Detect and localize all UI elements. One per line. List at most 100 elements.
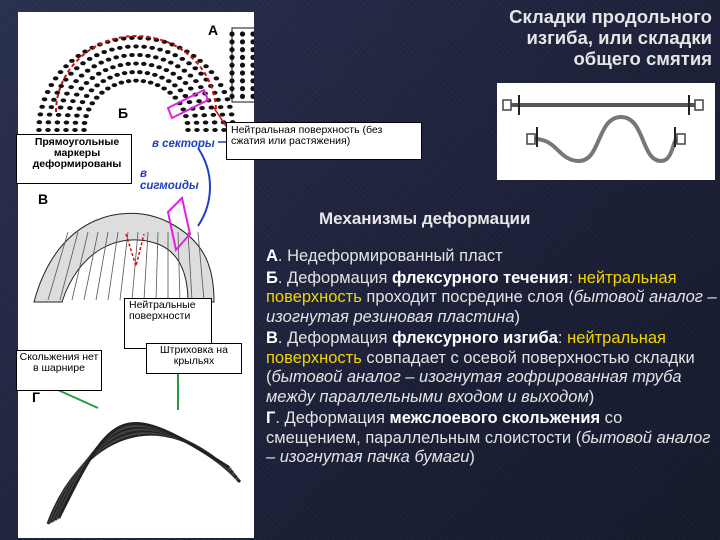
sigmoid-marker-v: [166, 196, 192, 253]
arc-dot: [125, 61, 131, 66]
arc-dot: [99, 90, 105, 95]
arc-dot: [152, 72, 158, 77]
arc-dot: [36, 128, 42, 132]
arc-dot: [68, 71, 74, 76]
arc-dot: [60, 98, 67, 103]
arc-dot: [137, 70, 143, 75]
markers-callout: Прямоугольные маркеры деформированы: [16, 134, 132, 184]
arc-dot: [109, 47, 115, 52]
arc-dot: [75, 53, 82, 58]
arc-dot: [54, 128, 60, 132]
mechanism-v-analog: бытовой аналог – изогнутая гофрированная…: [266, 368, 682, 406]
grid-dot: [250, 39, 254, 45]
arc-dot: [167, 60, 174, 65]
arc-dot: [48, 105, 55, 110]
left-clamp-bottom: [526, 133, 536, 145]
arc-dot: [55, 112, 62, 117]
arc-dot: [153, 55, 159, 60]
grid-dot: [250, 62, 254, 68]
grid-dot: [250, 47, 254, 53]
arc-dot: [141, 61, 147, 66]
hatching-line: [143, 231, 149, 301]
folded-layer: [534, 114, 679, 164]
markers-text: Прямоугольные маркеры деформированы: [32, 136, 122, 170]
arc-dot: [84, 68, 91, 73]
arc-dot: [78, 86, 85, 91]
arc-dot: [217, 83, 224, 88]
arc-dot: [73, 92, 80, 97]
arc-dot: [48, 83, 55, 88]
mechanism-a: А. Недеформированный пласт: [266, 247, 718, 267]
grid-frame: [231, 27, 254, 103]
grid-dot: [239, 93, 246, 99]
fold-mechanisms-figure: А Б В Г Нейтральная поверхность (без сжа…: [16, 12, 422, 538]
arc-dot: [80, 61, 86, 66]
neutral-surfaces-callout: Нейтральные поверхности: [124, 298, 212, 349]
buckle-fold-cross-section: [497, 83, 715, 180]
arc-dot: [45, 120, 52, 125]
arc-dot: [208, 70, 215, 75]
hatching-line: [95, 231, 109, 301]
arc-dot: [76, 106, 83, 111]
arc-dot: [165, 79, 172, 84]
arc-dot: [70, 99, 76, 104]
grid-dot: [250, 54, 254, 60]
arc-dot: [212, 128, 218, 132]
arc-dot: [121, 53, 127, 58]
in-sigmoids-note: в сигмоиды: [140, 168, 199, 192]
arc-dot: [185, 128, 191, 132]
arc-dot: [64, 91, 70, 96]
arc-dot: [172, 53, 179, 58]
arc-dot: [215, 97, 221, 102]
arc-dot: [111, 83, 118, 88]
figure-drawing: [33, 27, 254, 525]
arc-dot: [192, 66, 199, 71]
pointer-sigmoid-v: [197, 147, 211, 227]
arc-dot: [102, 68, 109, 73]
arc-dot: [203, 77, 210, 82]
mechanism-g-close: ): [469, 448, 475, 466]
grid-dot: [250, 86, 254, 92]
arc-dot: [193, 79, 199, 84]
arc-dot: [147, 80, 154, 85]
hatching-line: [155, 231, 159, 301]
arc-dot: [199, 106, 205, 111]
neutral-surfaces-text: Нейтральные поверхности: [129, 299, 196, 322]
in-sector-note: в секторы: [152, 138, 215, 150]
arc-dot: [95, 71, 102, 76]
arc-dot: [57, 70, 64, 75]
arc-dot: [141, 44, 147, 49]
mechanism-g: Г. Деформация межслоевого скольжения со …: [266, 409, 718, 468]
mechanism-g-letter: Г: [266, 409, 276, 427]
mechanism-v-close: ): [588, 387, 595, 406]
grid-dot: [239, 62, 246, 68]
arc-dot: [197, 58, 203, 63]
arc-dot: [39, 104, 45, 109]
neutral-surface-callout: Нейтральная поверхность (без сжатия или …: [226, 122, 422, 160]
mechanisms-heading: Механизмы деформации: [319, 209, 531, 228]
mechanism-g-analog: бытовой аналог – изогнутая пачка бумаги: [266, 428, 711, 467]
arc-dot: [125, 79, 132, 84]
arc-dot: [133, 44, 139, 49]
arc-dot: [170, 71, 177, 76]
arc-dot: [193, 120, 200, 125]
hatching-line: [59, 231, 79, 301]
arc-dot: [83, 114, 89, 119]
arc-dot: [145, 53, 151, 58]
slide-title: Складки продольного изгиба, или складки …: [420, 6, 712, 69]
arc-dot: [208, 105, 215, 110]
arc-dot: [62, 77, 69, 82]
arc-dot: [83, 93, 90, 98]
arc-dot: [186, 100, 193, 105]
mechanism-v-colon: :: [557, 329, 563, 347]
arc-dot: [63, 64, 69, 69]
right-clamp-top: [694, 99, 704, 111]
arc-dot: [186, 61, 192, 66]
mechanism-v-letter: В: [266, 329, 278, 347]
mechanism-g-text: . Деформация: [275, 409, 390, 427]
arc-dot: [194, 128, 200, 132]
arc-dot: [117, 63, 124, 68]
arc-dot: [46, 112, 53, 117]
arc-dot: [89, 76, 96, 81]
mechanism-v: В. Деформация флексурного изгиба: нейтра…: [266, 329, 718, 407]
